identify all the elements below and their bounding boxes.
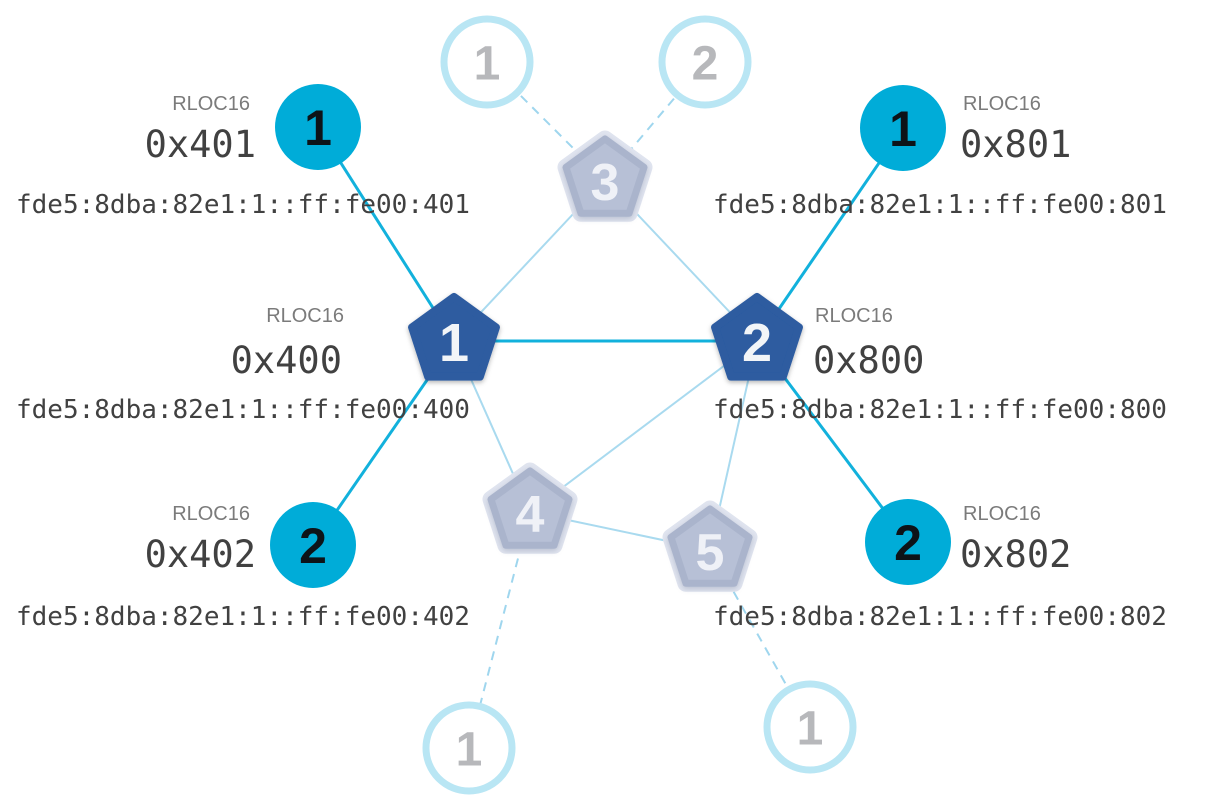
faded-child-number: 1: [474, 38, 501, 91]
link-fadedrouter4-router2: [529, 340, 758, 513]
router-number: 1: [439, 313, 469, 373]
router-pentagon: [711, 293, 803, 381]
child-number: 2: [894, 515, 922, 571]
link-fadedchild1-fadedrouter3: [486, 61, 606, 181]
child-801-rloc16-label: RLOC16: [963, 93, 1041, 115]
child-802-rloc16-value: 0x802: [960, 533, 1071, 576]
router-1-rloc16-value: 0x400: [231, 339, 342, 382]
faded-router-pentagon: [562, 135, 648, 217]
router-number: 2: [742, 313, 772, 373]
child-circle: [275, 84, 361, 170]
faded-child-circle: [440, 15, 534, 109]
faded-child-circle: [763, 680, 857, 774]
router-2-rloc16-label: RLOC16: [815, 305, 893, 327]
child-node-802[interactable]: 2: [865, 499, 951, 585]
child-401-rloc16-value: 0x401: [145, 123, 256, 166]
faded-child-node-bottom-left[interactable]: 1: [422, 701, 516, 795]
child-401-rloc16-label: RLOC16: [172, 93, 250, 115]
child-number: 2: [299, 518, 327, 574]
faded-router-number: 4: [516, 486, 545, 544]
child-402-rloc16-value: 0x402: [145, 533, 256, 576]
link-child801-router2: [755, 127, 905, 342]
child-circle: [860, 85, 946, 171]
child-node-801[interactable]: 1: [860, 85, 946, 171]
faded-child-number: 2: [692, 38, 719, 91]
router-2-ipv6: fde5:8dba:82e1:1::ff:fe00:800: [713, 395, 1167, 425]
faded-router-pentagon: [667, 505, 753, 587]
faded-child-node-bottom-right[interactable]: 1: [763, 680, 857, 774]
router-1-rloc16-label: RLOC16: [266, 305, 344, 327]
child-401-ipv6: fde5:8dba:82e1:1::ff:fe00:401: [16, 190, 470, 220]
faded-router-node-4[interactable]: 4: [482, 462, 578, 554]
faded-router-node-5[interactable]: 5: [662, 500, 758, 592]
child-circle: [270, 502, 356, 588]
router-2-rloc16-value: 0x800: [813, 339, 924, 382]
child-node-401[interactable]: 1: [275, 84, 361, 170]
child-number: 1: [304, 100, 332, 156]
router-node-1[interactable]: 1: [408, 293, 500, 381]
child-402-rloc16-label: RLOC16: [172, 503, 250, 525]
faded-child-node-top-2[interactable]: 2: [658, 15, 752, 109]
child-number: 1: [889, 101, 917, 157]
faded-child-circle: [422, 701, 516, 795]
child-801-ipv6: fde5:8dba:82e1:1::ff:fe00:801: [713, 190, 1167, 220]
faded-router-number: 5: [696, 524, 725, 582]
faded-router-node-3[interactable]: 3: [557, 130, 653, 222]
faded-router-number: 3: [591, 154, 620, 212]
child-circle: [865, 499, 951, 585]
faded-router-pentagon: [487, 467, 573, 549]
faded-child-circle: [658, 15, 752, 109]
router-1-ipv6: fde5:8dba:82e1:1::ff:fe00:400: [16, 395, 470, 425]
router-pentagon: [408, 293, 500, 381]
child-802-ipv6: fde5:8dba:82e1:1::ff:fe00:802: [713, 602, 1167, 632]
child-801-rloc16-value: 0x801: [960, 123, 1071, 166]
faded-child-node-top-1[interactable]: 1: [440, 15, 534, 109]
faded-child-number: 1: [456, 724, 483, 777]
router-node-2[interactable]: 2: [711, 293, 803, 381]
child-node-402[interactable]: 2: [270, 502, 356, 588]
faded-child-number: 1: [797, 703, 824, 756]
child-402-ipv6: fde5:8dba:82e1:1::ff:fe00:402: [16, 602, 470, 632]
child-802-rloc16-label: RLOC16: [963, 503, 1041, 525]
